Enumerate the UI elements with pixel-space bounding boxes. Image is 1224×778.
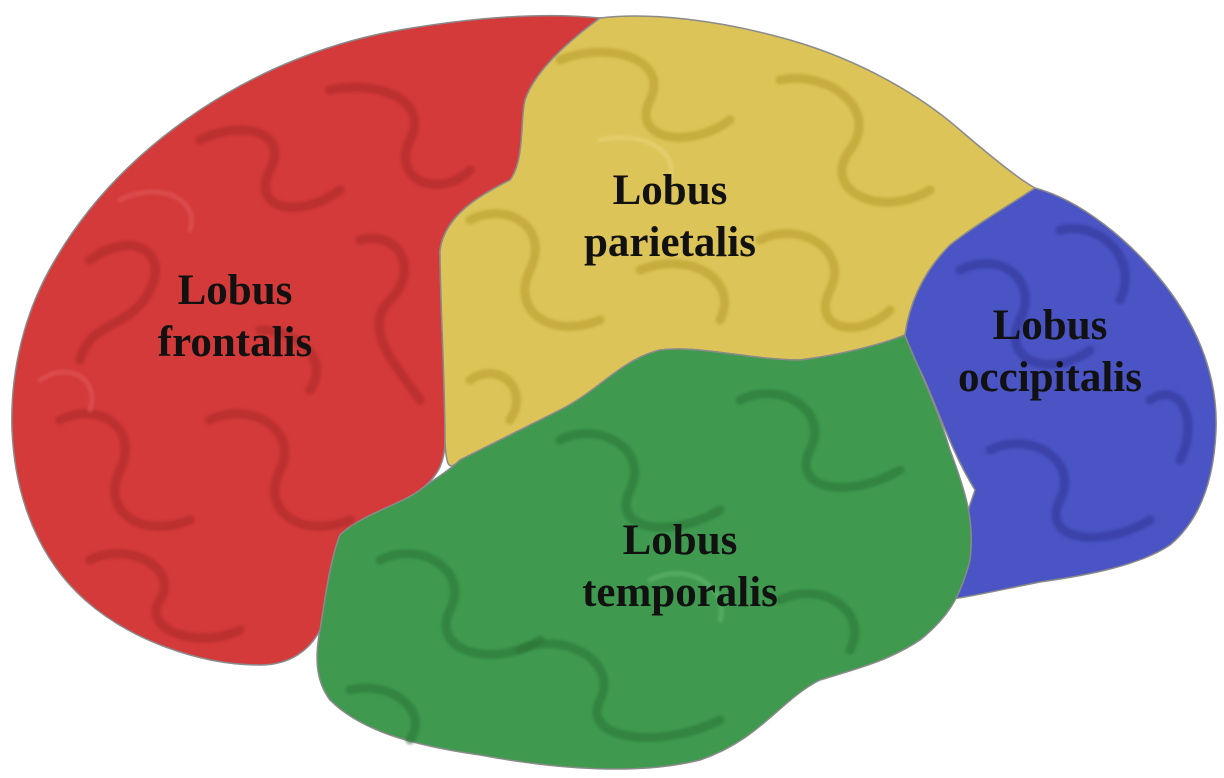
temporal-lobe-label-line1: Lobus xyxy=(560,515,800,567)
temporal-lobe-label-line2: temporalis xyxy=(560,567,800,619)
temporal-lobe-label: Lobus temporalis xyxy=(560,515,800,619)
parietal-lobe-label: Lobus parietalis xyxy=(555,165,785,269)
frontal-lobe-label-line1: Lobus xyxy=(130,265,340,317)
occipital-lobe-label-line1: Lobus xyxy=(935,300,1165,352)
parietal-lobe-label-line2: parietalis xyxy=(555,217,785,269)
occipital-lobe-label-line2: occipitalis xyxy=(935,352,1165,404)
frontal-lobe-label: Lobus frontalis xyxy=(130,265,340,369)
frontal-lobe-label-line2: frontalis xyxy=(130,317,340,369)
parietal-lobe-label-line1: Lobus xyxy=(555,165,785,217)
occipital-lobe-label: Lobus occipitalis xyxy=(935,300,1165,404)
